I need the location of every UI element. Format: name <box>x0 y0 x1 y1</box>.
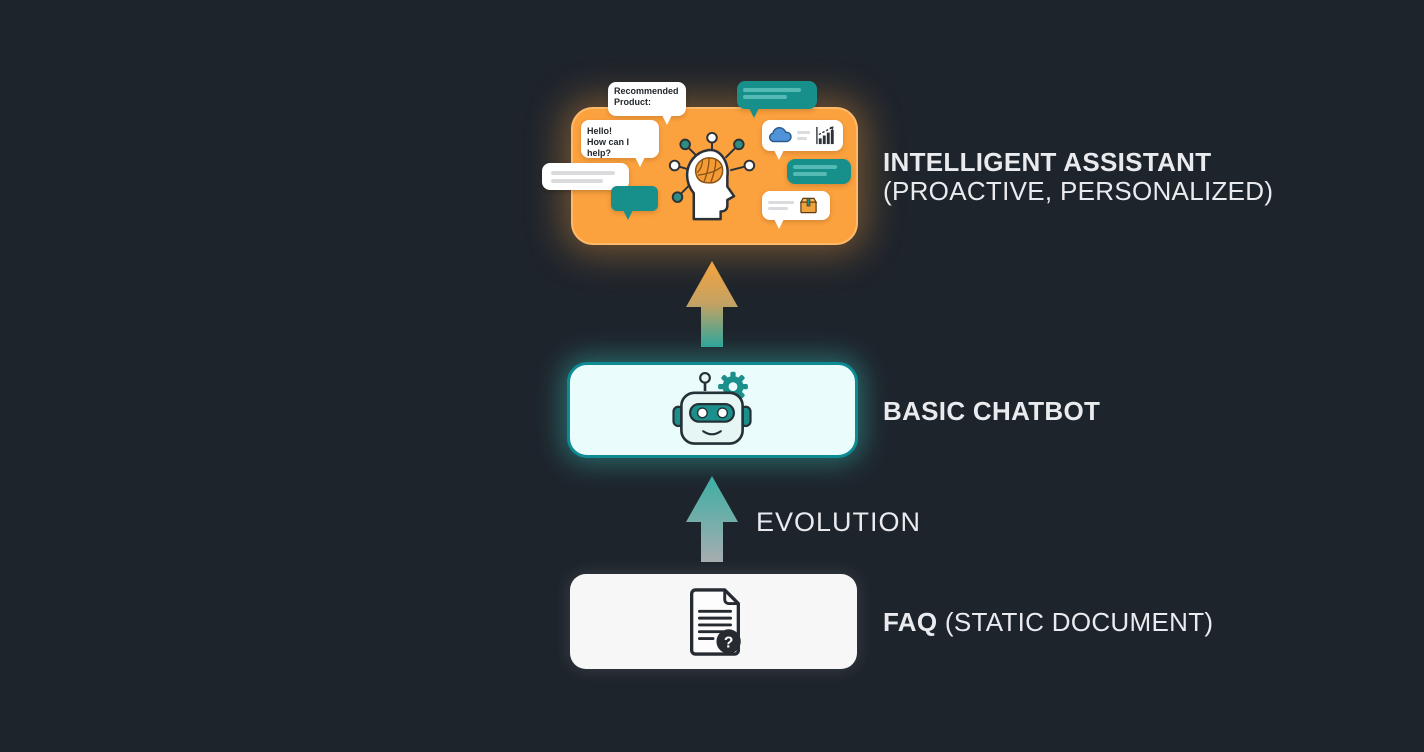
text-line <box>768 201 794 204</box>
recommended-product-bubble: Recommended Product: <box>608 82 686 125</box>
basic-chatbot-box <box>567 362 858 458</box>
package-bubble <box>762 191 830 229</box>
text-line <box>793 172 827 176</box>
faq-label-regular: (STATIC DOCUMENT) <box>944 607 1214 637</box>
intelligent-assistant-label: INTELLIGENT ASSISTANT (PROACTIVE, PERSON… <box>883 148 1273 206</box>
hello-line1: Hello! <box>587 126 613 136</box>
evolution-arrow-upper <box>686 261 738 347</box>
text-line <box>551 178 603 183</box>
brain-network-icon <box>668 131 756 221</box>
text-line <box>797 137 807 140</box>
evolution-arrow-lower <box>686 476 738 562</box>
evolution-label: EVOLUTION <box>756 507 922 537</box>
teal-message-bubble-right <box>787 159 851 184</box>
text-line <box>793 165 837 169</box>
text-line <box>551 170 615 175</box>
assistant-label-bold: INTELLIGENT ASSISTANT <box>883 147 1212 177</box>
robot-icon <box>672 371 752 445</box>
text-line <box>768 207 788 210</box>
hello-line2: How can I help? <box>587 137 630 158</box>
cloud-icon <box>768 127 792 143</box>
faq-label: FAQ (STATIC DOCUMENT) <box>883 608 1213 637</box>
cloud-chart-bubble <box>762 120 843 160</box>
growth-chart-icon <box>816 126 834 145</box>
assistant-label-regular: (PROACTIVE, PERSONALIZED) <box>883 176 1274 206</box>
question-mark: ? <box>724 634 734 651</box>
teal-message-bubble-top <box>737 81 817 118</box>
mini-text-lines <box>797 131 810 140</box>
document-question-icon: ? <box>690 588 741 656</box>
basic-chatbot-label: BASIC CHATBOT <box>883 396 1101 426</box>
recommended-line2: Product: <box>614 97 651 107</box>
mini-text-lines <box>768 201 794 210</box>
text-line <box>797 131 810 134</box>
recommended-line1: Recommended <box>614 86 679 96</box>
faq-label-bold: FAQ <box>883 607 938 637</box>
text-line <box>743 88 801 92</box>
package-icon <box>799 197 818 214</box>
teal-reply-bubble <box>611 186 658 220</box>
hello-bubble: Hello! How can I help? <box>581 120 659 167</box>
faq-box: ? <box>570 574 857 669</box>
chat-lines-card <box>542 163 629 190</box>
text-line <box>743 95 787 99</box>
